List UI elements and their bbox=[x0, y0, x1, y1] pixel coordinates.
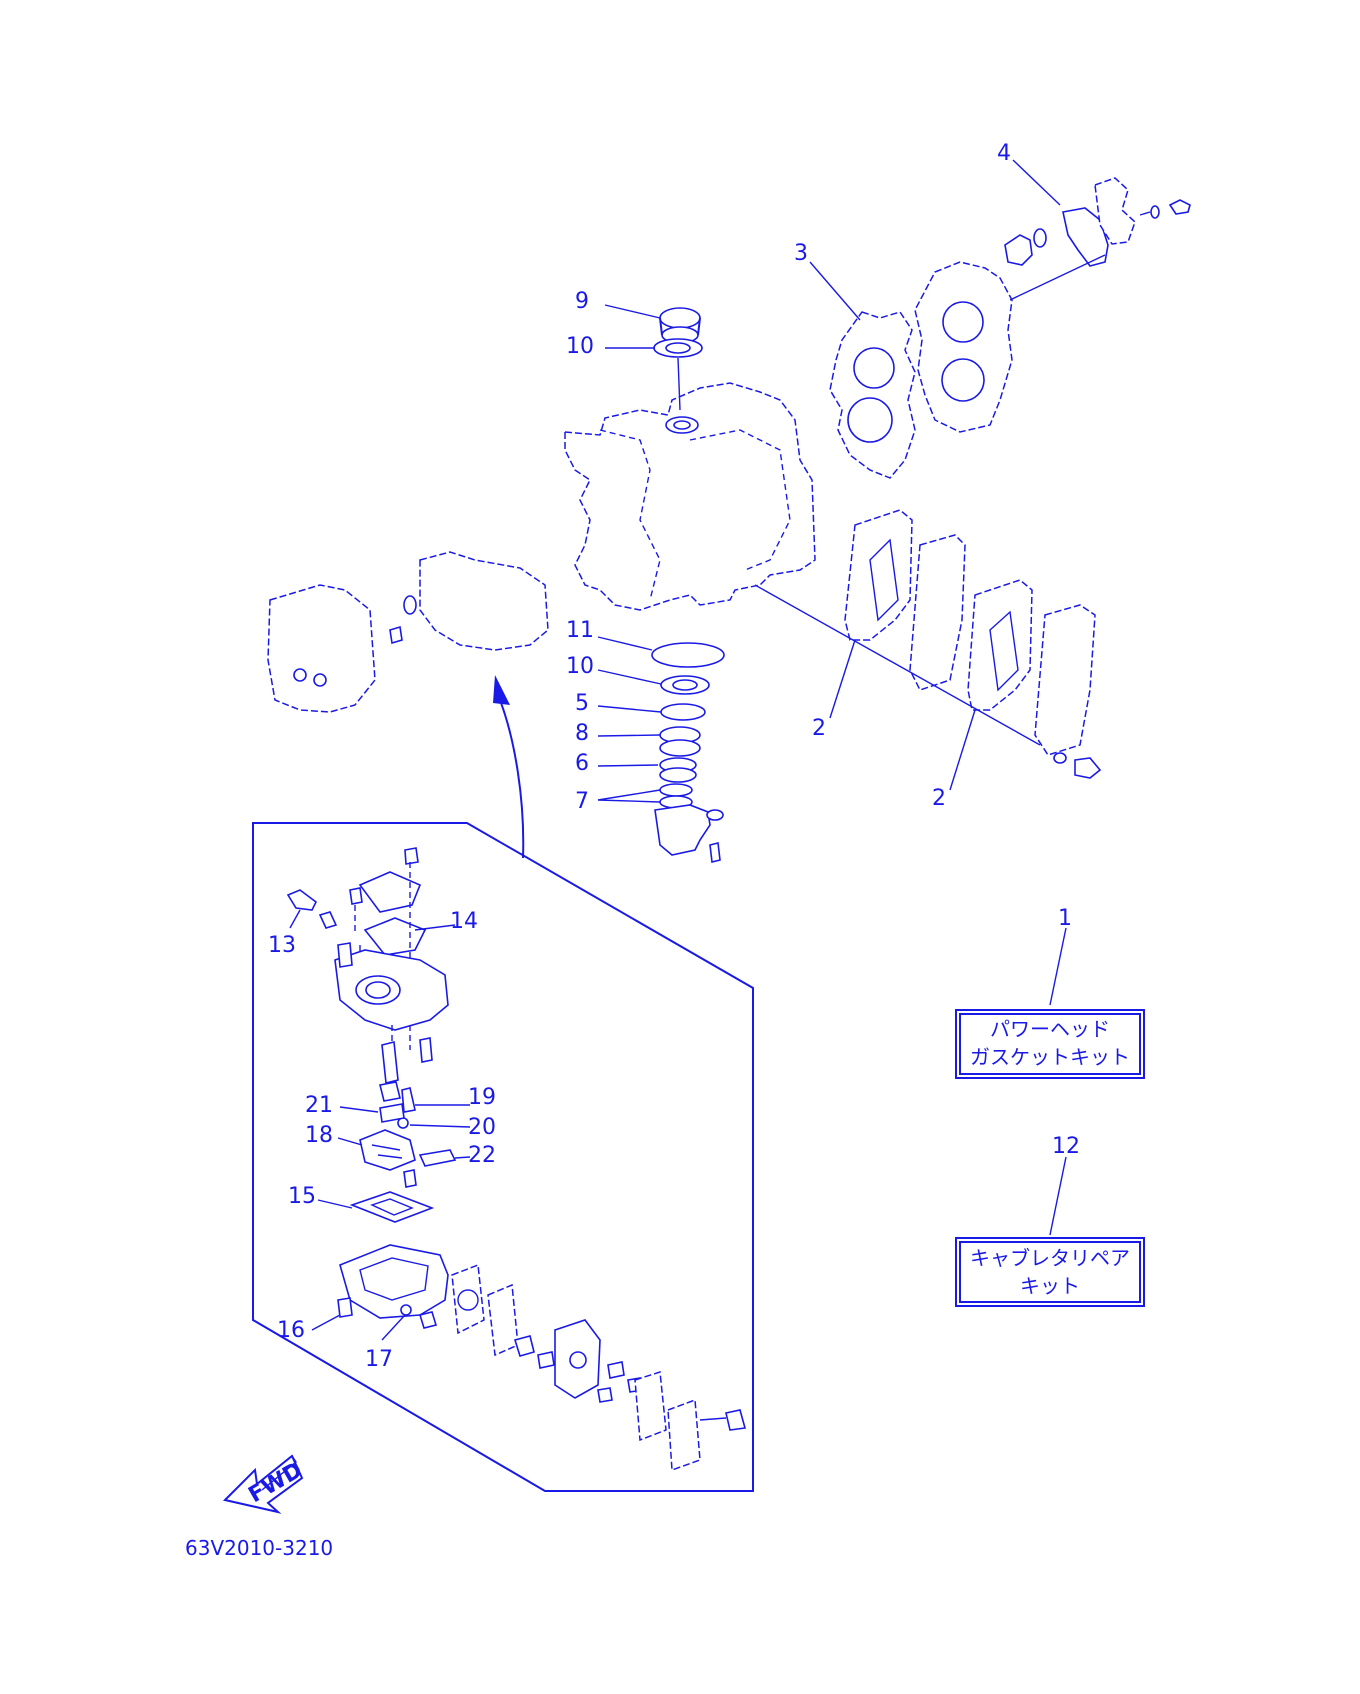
kit-1-number: 1 bbox=[1058, 906, 1072, 931]
gasket-2-upper bbox=[844, 509, 913, 641]
drain-screw-16 bbox=[337, 1297, 353, 1318]
callout-16: 16 bbox=[277, 1318, 305, 1343]
seal-9 bbox=[659, 307, 701, 329]
cylinder-head-cover bbox=[914, 261, 1013, 433]
oring-11 bbox=[651, 642, 725, 668]
callout-2-lower: 2 bbox=[932, 786, 946, 811]
cover-plate-14 bbox=[358, 871, 422, 913]
callout-17: 17 bbox=[365, 1347, 393, 1372]
carburetor-group bbox=[252, 822, 754, 1492]
seal-5 bbox=[660, 703, 706, 721]
leader-lines bbox=[289, 159, 1067, 1341]
kit-box-12: 12 キャブレタリペア キット bbox=[955, 1134, 1145, 1307]
callout-10-bottom: 10 bbox=[566, 654, 594, 679]
callout-21: 21 bbox=[305, 1093, 333, 1118]
carburetor-frame bbox=[252, 822, 754, 1492]
callout-14: 14 bbox=[450, 909, 478, 934]
callout-15: 15 bbox=[288, 1184, 316, 1209]
kit-box-1: 1 パワーヘッド ガスケットキット bbox=[955, 906, 1145, 1079]
seal-7 bbox=[659, 783, 693, 797]
callout-6: 6 bbox=[575, 751, 589, 776]
kit-12-line2: キット bbox=[1020, 1274, 1080, 1298]
reference-arrow bbox=[499, 699, 525, 859]
callout-3: 3 bbox=[794, 241, 808, 266]
carburetor-reference bbox=[267, 584, 376, 713]
gasket-4 bbox=[1062, 207, 1109, 267]
float-bowl bbox=[339, 1244, 449, 1319]
callout-8: 8 bbox=[575, 721, 589, 746]
kit-1-line2: ガスケットキット bbox=[970, 1045, 1130, 1069]
kit-12-line1: キャブレタリペア bbox=[970, 1246, 1130, 1270]
float-18 bbox=[359, 1129, 416, 1171]
callout-numbers: 4 3 9 10 11 10 5 8 6 7 2 2 13 14 21 19 2… bbox=[268, 141, 1011, 1372]
callout-5: 5 bbox=[575, 691, 589, 716]
powerhead-group bbox=[267, 177, 1191, 863]
callout-18: 18 bbox=[305, 1123, 333, 1148]
gasket-3 bbox=[829, 311, 916, 479]
washer-17 bbox=[400, 1304, 412, 1316]
callout-22: 22 bbox=[468, 1143, 496, 1168]
callout-11: 11 bbox=[566, 618, 594, 643]
callout-19: 19 bbox=[468, 1085, 496, 1110]
callout-10-top: 10 bbox=[566, 334, 594, 359]
needle-valve-19 bbox=[401, 1087, 416, 1113]
float-pin-22 bbox=[418, 1149, 457, 1167]
screw-13 bbox=[286, 889, 318, 911]
callout-4: 4 bbox=[997, 141, 1011, 166]
callout-7: 7 bbox=[575, 789, 589, 814]
diagram-code: 63V2010-3210 bbox=[185, 1536, 333, 1560]
callout-2-upper: 2 bbox=[812, 716, 826, 741]
cylinder-block bbox=[564, 382, 816, 611]
gasket-2-lower bbox=[967, 579, 1033, 711]
thermostat bbox=[1004, 234, 1033, 266]
fwd-label: FWD bbox=[245, 1458, 307, 1508]
kit-12-number: 12 bbox=[1052, 1134, 1080, 1159]
kit-1-line1: パワーヘッド bbox=[990, 1017, 1110, 1041]
gasket-15 bbox=[349, 1191, 435, 1223]
callout-20: 20 bbox=[468, 1115, 496, 1140]
fwd-arrow: FWD bbox=[223, 1454, 307, 1514]
callout-13: 13 bbox=[268, 933, 296, 958]
callout-9: 9 bbox=[575, 289, 589, 314]
pin-21 bbox=[379, 1103, 405, 1123]
seal-housing bbox=[654, 804, 711, 856]
